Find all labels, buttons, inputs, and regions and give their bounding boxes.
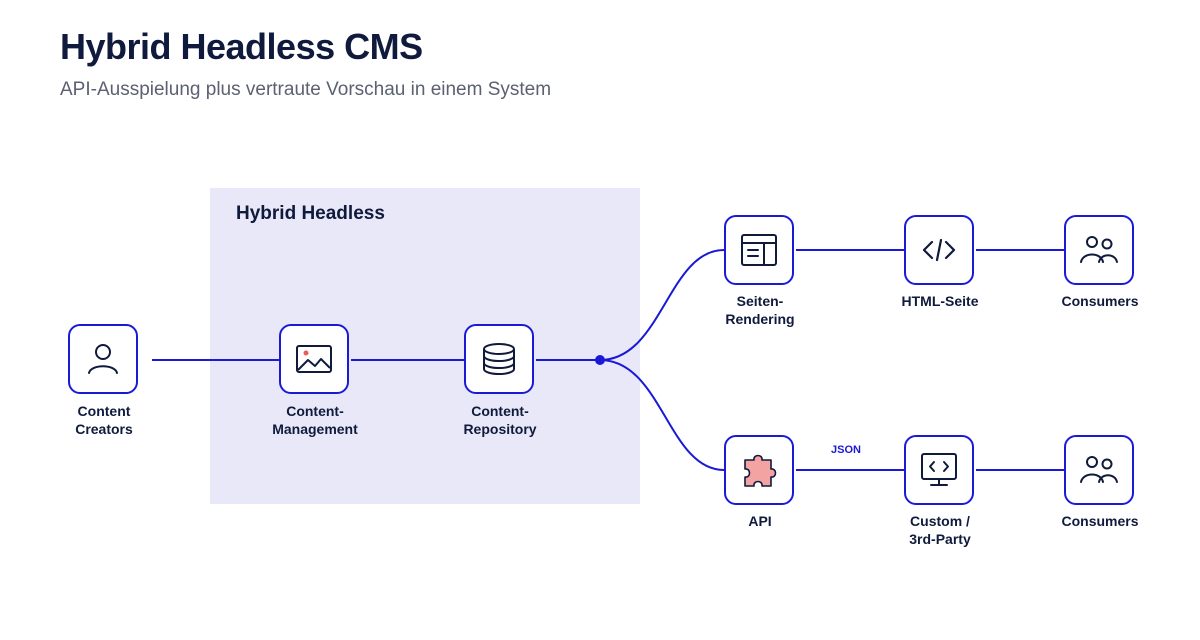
label-html-seite: HTML-Seite	[901, 293, 979, 309]
page-title: Hybrid Headless CMS	[60, 26, 423, 67]
edge-junction-to-rendering	[599, 249, 725, 361]
node-custom-3rd-party	[904, 435, 974, 505]
edge-label-json: JSON	[831, 444, 861, 456]
node-seiten-rendering	[724, 215, 794, 285]
node-content-repository	[464, 324, 534, 394]
layout-icon	[741, 234, 777, 266]
label-consumers-top: Consumers	[1061, 293, 1139, 309]
node-content-management	[279, 324, 349, 394]
code-icon	[922, 238, 956, 262]
edge-junction-to-api	[599, 359, 725, 471]
label-api: API	[748, 513, 772, 529]
puzzle-icon	[744, 454, 777, 487]
node-consumers-bottom	[1064, 435, 1134, 505]
person-icon	[88, 344, 118, 374]
label-content-repository: Content- Repository	[463, 403, 537, 437]
monitor-code-icon	[921, 453, 957, 486]
node-api	[724, 435, 794, 505]
database-icon	[483, 343, 515, 376]
label-custom-3rd-party: Custom / 3rd-Party	[909, 513, 971, 547]
node-consumers-top	[1064, 215, 1134, 285]
users-icon	[1080, 236, 1118, 263]
page-subtitle: API-Ausspielung plus vertraute Vorschau …	[60, 79, 552, 100]
label-content-management: Content- Management	[272, 403, 358, 437]
label-consumers-bottom: Consumers	[1061, 513, 1139, 529]
group-label: Hybrid Headless	[236, 203, 385, 224]
junction-dot	[595, 355, 605, 365]
label-seiten-rendering: Seiten- Rendering	[725, 293, 795, 327]
image-icon	[296, 345, 332, 373]
label-content-creators: Content Creators	[75, 403, 133, 437]
node-content-creators	[68, 324, 138, 394]
node-html-seite	[904, 215, 974, 285]
users-icon	[1080, 456, 1118, 483]
